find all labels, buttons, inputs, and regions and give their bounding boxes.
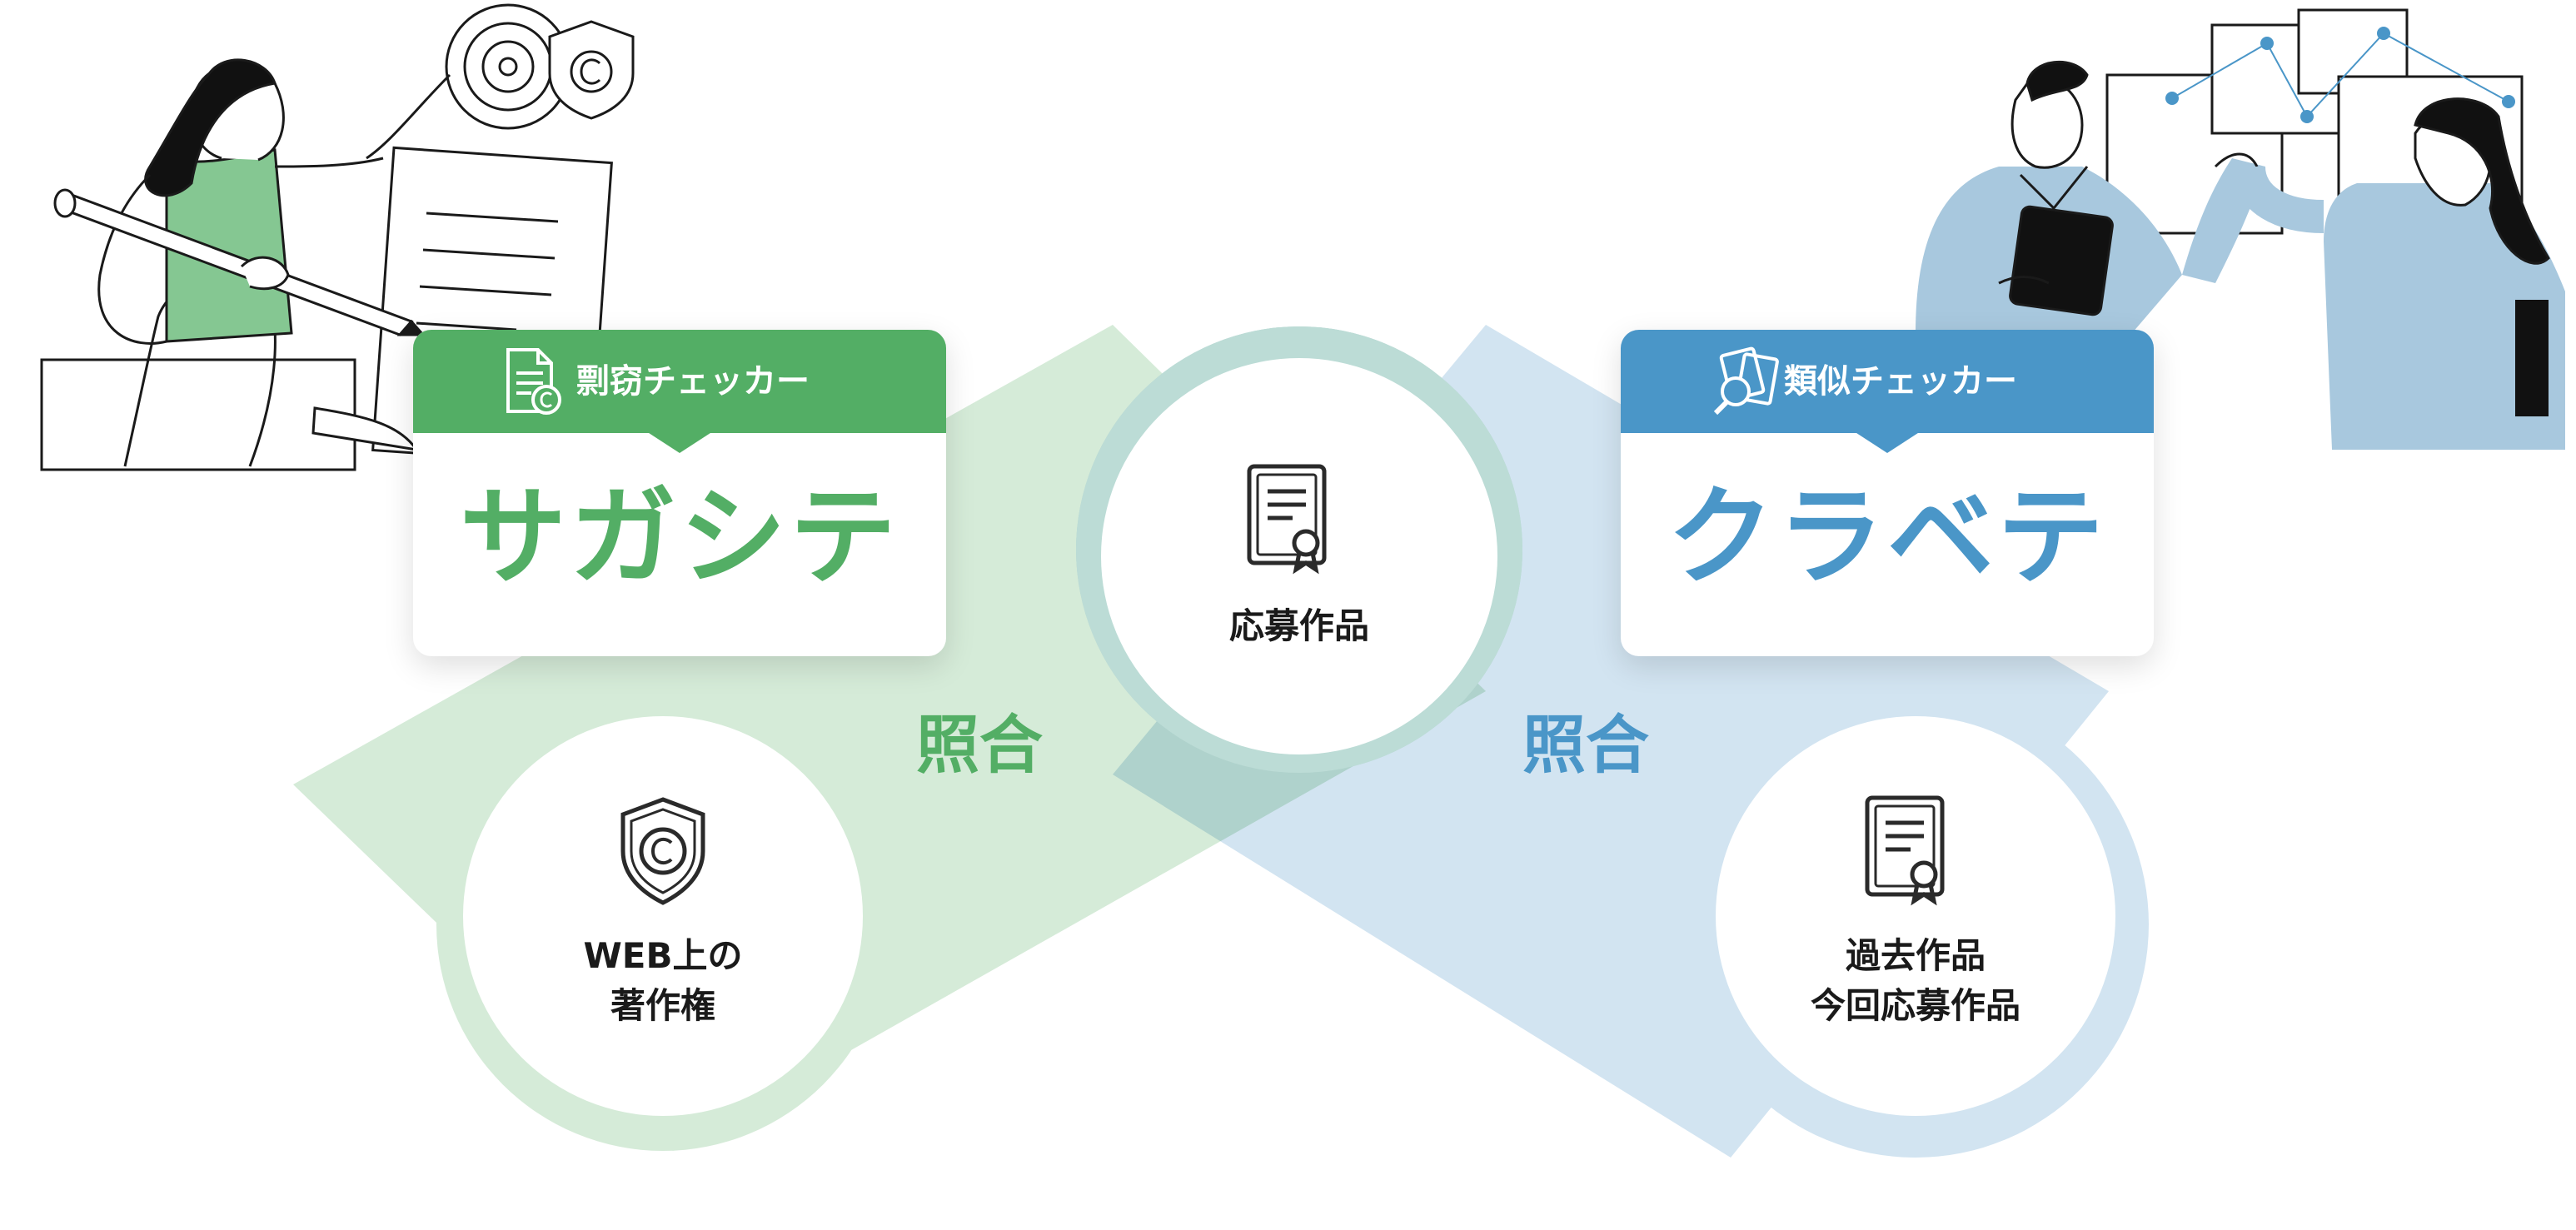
match-label-right: 照合 (1522, 708, 1649, 782)
card-header: 剽窃チェッカー (413, 330, 946, 453)
document-copyright-icon (503, 346, 563, 420)
shield-copyright-icon (620, 797, 705, 905)
match-label-left: 照合 (916, 708, 1043, 782)
left-node-label: WEB上の 著作権 (530, 931, 796, 1031)
right-node-label: 過去作品 今回応募作品 (1749, 931, 2082, 1031)
left-node-line2: 著作権 (610, 985, 715, 1026)
card-plagiarism-checker: 剽窃チェッカー サガシテ (413, 330, 946, 656)
document-magnifier-icon (1711, 346, 1781, 420)
right-node-line1: 過去作品 (1845, 935, 1986, 976)
illustration-right (1916, 8, 2565, 450)
certificate-icon (1247, 464, 1327, 575)
right-node-line2: 今回応募作品 (1810, 985, 2020, 1026)
card-similarity-checker: 類似チェッカー クラベテ (1621, 330, 2154, 656)
left-node-line1: WEB上の (583, 935, 743, 976)
card-header-label: 剽窃チェッカー (576, 362, 810, 401)
card-header: 類似チェッカー (1621, 330, 2154, 453)
right-node (1716, 716, 2115, 1116)
left-node (463, 716, 863, 1116)
certificate-icon (1865, 795, 1945, 906)
card-title: クラベテ (1667, 476, 2107, 600)
center-node-text: 応募作品 (1228, 605, 1369, 646)
card-header-label: 類似チェッカー (1784, 362, 2017, 401)
center-node-label: 応募作品 (1166, 601, 1432, 651)
card-title: サガシテ (459, 476, 899, 600)
